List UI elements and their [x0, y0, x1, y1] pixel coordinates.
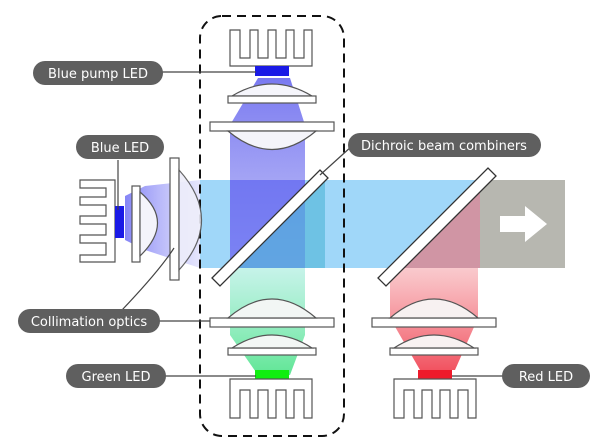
red-dome-lens — [391, 334, 477, 349]
tag-background — [33, 61, 163, 85]
blue-pump-led — [255, 66, 289, 76]
label-tag-collimation: Collimation optics — [18, 309, 160, 333]
green-dome-lens — [229, 334, 315, 349]
side-collimator-plate — [169, 157, 180, 281]
pump-collimator-plate — [209, 121, 335, 132]
label-tag-blue-led: Blue LED — [76, 135, 164, 159]
side-collimator-lens — [178, 168, 203, 272]
red-led-assembly — [371, 298, 497, 419]
tag-text-red-led: Red LED — [519, 370, 573, 385]
arrow-right-icon — [500, 206, 547, 242]
heatsink-left — [79, 179, 116, 263]
green-collimator-lens — [226, 298, 318, 319]
cyan-teal-mix — [230, 180, 325, 268]
label-tag-dichroic: Dichroic beam combiners — [348, 133, 541, 157]
pump-collimator-lens — [226, 130, 318, 150]
red-led — [418, 370, 452, 379]
tag-background — [348, 133, 541, 157]
label-tag-green-led: Green LED — [66, 364, 166, 388]
tag-text-blue-led: Blue LED — [91, 141, 149, 156]
tag-background — [18, 309, 160, 333]
dichroic-mirror-left — [211, 169, 329, 287]
tag-text-dichroic: Dichroic beam combiners — [361, 139, 527, 154]
side-dome-lens — [139, 190, 159, 258]
tag-text-blue-pump-led: Blue pump LED — [48, 67, 148, 82]
red-collimator-lens — [388, 298, 480, 319]
pump-dome-lens — [229, 83, 315, 97]
tag-text-collimation: Collimation optics — [31, 315, 148, 330]
red-collimator-plate — [371, 317, 497, 328]
heatsink-bottom-left — [229, 378, 313, 419]
green-led-assembly — [209, 298, 335, 419]
heatsink-top — [229, 29, 313, 67]
blue-led — [115, 206, 124, 238]
tag-background — [76, 135, 164, 159]
pump-lens-plate — [227, 95, 317, 104]
dichroic-mirrors — [211, 167, 497, 287]
heatsink-bottom-right — [393, 378, 477, 419]
leader-dichroic — [319, 145, 353, 176]
tag-text-green-led: Green LED — [82, 370, 151, 385]
red-lens-plate — [389, 347, 479, 356]
label-tag-blue-pump-led: Blue pump LED — [33, 61, 163, 85]
leader-lines — [117, 71, 504, 377]
label-tag-red-led: Red LED — [502, 364, 590, 388]
leader-collimation-curve — [121, 247, 175, 311]
dichroic-mirror-right — [377, 167, 497, 287]
tag-background — [502, 364, 590, 388]
green-collimator-plate — [209, 317, 335, 328]
green-lens-plate — [227, 347, 317, 356]
green-led — [255, 370, 289, 379]
blue-led-assembly — [79, 157, 203, 281]
side-lens-plate — [131, 185, 141, 263]
tag-background — [66, 364, 166, 388]
blue-pump-led-assembly — [209, 29, 335, 150]
blue-green-module-outline — [199, 15, 345, 437]
